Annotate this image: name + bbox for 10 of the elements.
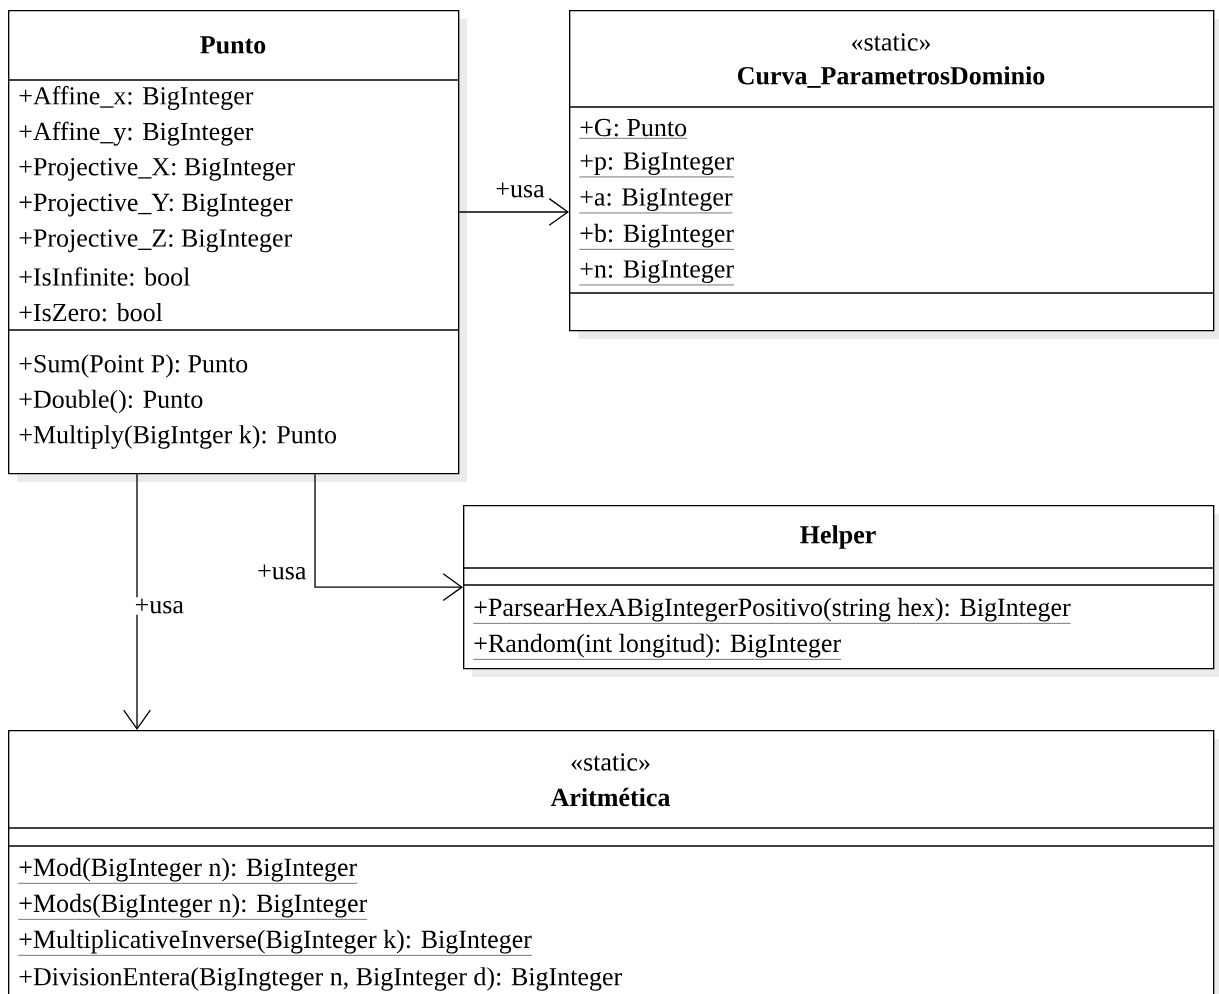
class-box: Helper +ParsearHexABigIntegerPositivo(string hex): BigInteger +Random(int longitud): BigInteger: [462, 505, 1219, 677]
edge-label: +usa: [255, 563, 308, 581]
arrow: [314, 473, 463, 602]
edge-label: +usa: [494, 181, 546, 199]
class-box: «static» Aritmética +Mod(BigInteger n): BigInteger +Mods(BigInteger n): BigInteger +MultiplicativeInverse(BigInteger k): BigInteger +DivisionEntera(BigIngteger n, BigInteger d): BigInteger: [7, 730, 1219, 994]
arrow: [123, 473, 151, 730]
edge-label: +usa: [133, 597, 186, 615]
arrow: [458, 198, 569, 226]
class-box: Punto +Affine_x: BigInteger +Affine_y: BigInteger +Projective_X: BigInteger +Projective_Y: BigInteger +Projective_Z: BigInteger +IsInfinite: bool +IsZero: bool +Sum(Point P): Punto +Double(): Punto +Multiply(BigIntger k): Punto: [7, 10, 467, 482]
class-box: «static» Curva_ParametrosDominio +G: Punto +p: BigInteger +a: BigInteger +b: BigInteger +n: BigInteger: [568, 10, 1219, 339]
